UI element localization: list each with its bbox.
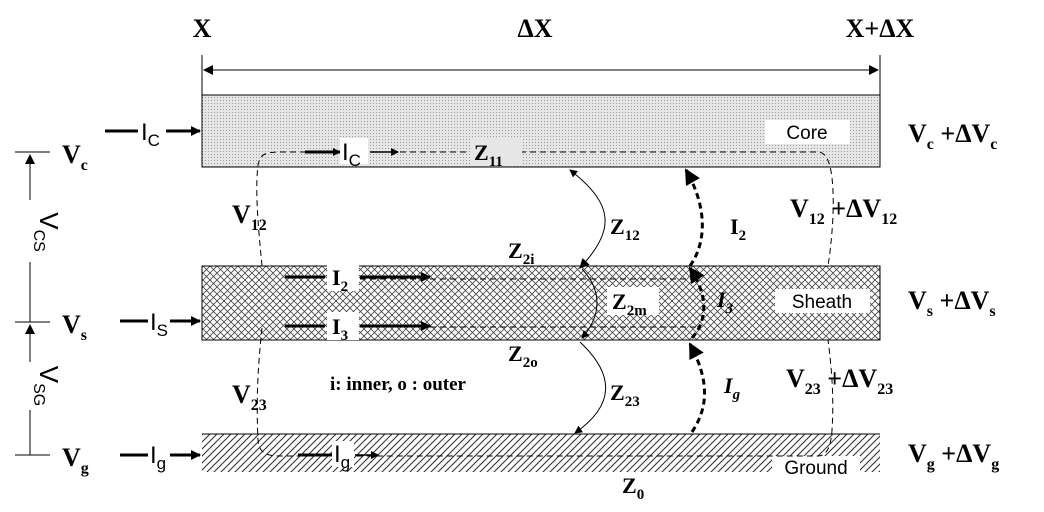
z2m-label: Z2m (612, 289, 647, 319)
i3-leakage-label: I3 (716, 287, 734, 317)
delta-x-label: ΔX (517, 14, 552, 43)
z12-label: Z12 (610, 214, 640, 244)
ground-label: Ground (784, 458, 847, 479)
ic-internal-label-mask (340, 138, 368, 164)
ic-internal-label: IC (342, 139, 361, 170)
ig-label-mask (148, 441, 170, 467)
sheath-label-box (775, 289, 870, 313)
z2m-label-mask (607, 287, 659, 315)
vs-label: Vs (62, 310, 87, 344)
x-label: X (193, 14, 212, 43)
ground-label-box (772, 456, 860, 479)
v23-plus-delta-label: V23 +ΔV23 (786, 364, 893, 398)
z0-label: Z0 (622, 473, 644, 503)
z2m-curved-arrow (581, 268, 598, 339)
v12-plus-delta-label: V12 +ΔV12 (790, 194, 897, 228)
z23-label: Z23 (610, 380, 640, 410)
sheath-conductor (201, 265, 881, 341)
z11-label-mask (470, 138, 522, 166)
vc-plus-delta-label: Vc +ΔVc (908, 119, 997, 153)
i3-label-mask (327, 312, 359, 340)
vcs-label: VCS (30, 212, 64, 252)
x-plus-delta-x-label: X+ΔX (846, 14, 915, 43)
ig-leakage-label: Ig (723, 373, 741, 403)
i2-leakage-label: I2 (730, 214, 746, 244)
is-label-mask (148, 308, 170, 334)
ig-input-label: Ig (150, 442, 166, 473)
sheath-label: Sheath (792, 292, 852, 313)
v12-label: V12 (232, 200, 267, 234)
i3-sheath-label: I3 (332, 314, 348, 344)
i2-label-mask (327, 263, 359, 291)
i3-leakage-arrow (688, 266, 706, 339)
core-sheath-dashed-path (256, 151, 834, 267)
z12-curved-arrow (569, 169, 606, 269)
core-label: Core (786, 123, 827, 144)
vsg-label: VSG (30, 366, 64, 406)
vg-plus-delta-label: Vg +ΔVg (908, 439, 999, 473)
z23-curved-arrow (574, 341, 607, 434)
core-label-box (765, 120, 850, 144)
ig-internal-label: Ig (334, 441, 350, 472)
i2-leakage-arrow (684, 168, 704, 267)
ground-plane (202, 434, 880, 472)
vs-plus-delta-label: Vs +ΔVs (908, 286, 996, 320)
ic-label-mask (138, 118, 166, 144)
z11-label: Z11 (474, 140, 503, 170)
vc-label: Vc (62, 140, 88, 174)
ig-leakage-arrow (688, 342, 706, 433)
v23-label: V23 (232, 380, 267, 414)
is-input-label: IS (150, 309, 168, 340)
ic-input-label: IC (141, 119, 160, 150)
sheath-ground-dashed-path (256, 327, 834, 457)
vg-label: Vg (62, 443, 89, 477)
i2-sheath-label: I2 (332, 265, 348, 295)
ig-internal-label-mask (332, 441, 354, 467)
inner-outer-note: i: inner, o : outer (330, 374, 467, 395)
z2i-label: Z2i (508, 238, 534, 268)
z2o-label: Z2o (508, 341, 538, 371)
